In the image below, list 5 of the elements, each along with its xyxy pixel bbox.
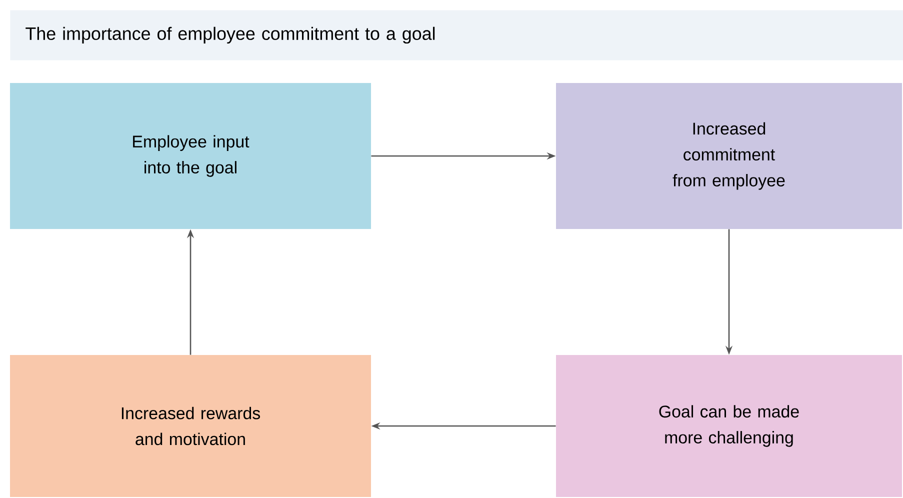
title-band: The importance of employee commitment to a goal — [10, 10, 903, 60]
process-box: Increased commitment from employee — [556, 83, 902, 229]
process-box: Goal can be made more challenging — [556, 355, 902, 497]
process-box: Employee input into the goal — [10, 83, 371, 229]
process-box: Increased rewards and motivation — [10, 355, 371, 497]
